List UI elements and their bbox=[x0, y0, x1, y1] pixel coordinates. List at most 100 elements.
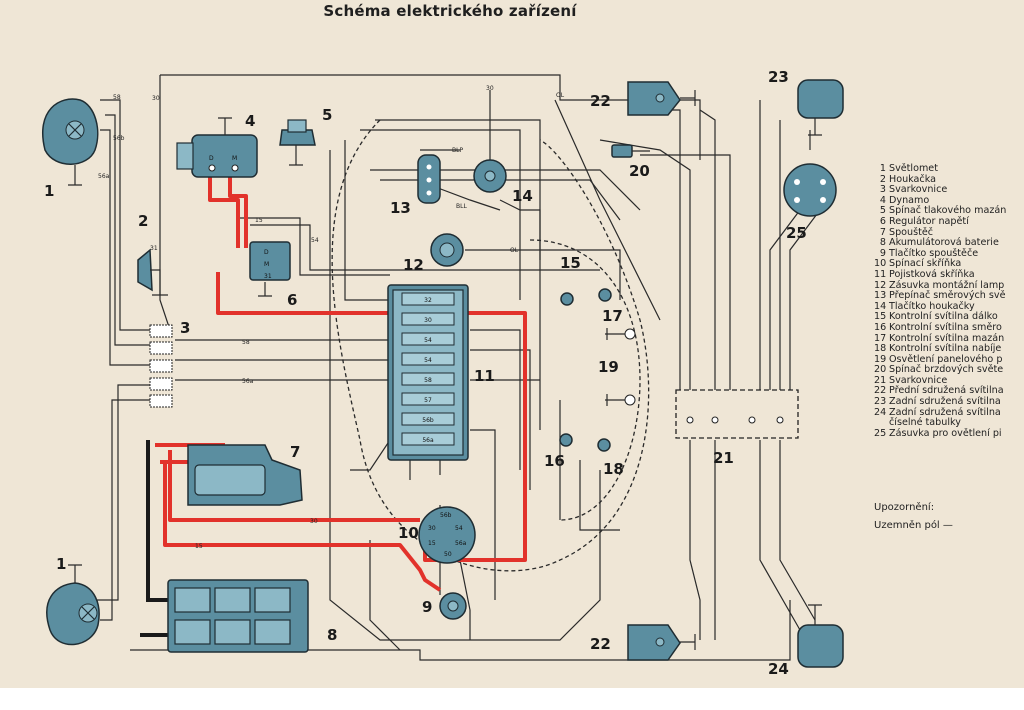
legend-number: 2 bbox=[879, 173, 886, 185]
legend-label: Svarkovnice bbox=[889, 184, 948, 196]
fuse bbox=[401, 412, 455, 426]
legend-label: Zásuvka montážní lamp bbox=[889, 279, 1005, 291]
label-20: 20 bbox=[629, 162, 650, 180]
legend-number: 4 bbox=[879, 194, 886, 206]
svg-text:D: D bbox=[209, 155, 214, 162]
legend-label: Kontrolní svítilna mazán bbox=[889, 332, 1005, 344]
fuse-label: 54 bbox=[424, 357, 432, 364]
svg-text:D: D bbox=[264, 249, 269, 256]
battery-8 bbox=[167, 579, 309, 653]
legend-label: Osvětlení panelového p bbox=[889, 353, 1003, 365]
label-10: 10 bbox=[398, 524, 419, 542]
fuse-label: 54 bbox=[424, 337, 432, 344]
diagram-title: Schéma elektrického zařízení bbox=[323, 2, 577, 20]
legend-number: 7 bbox=[879, 226, 886, 238]
rear-lamp-24 bbox=[797, 604, 844, 668]
legend-number: 17 bbox=[874, 332, 887, 344]
svg-text:M: M bbox=[264, 261, 269, 268]
legend-number: 14 bbox=[874, 300, 887, 312]
fuse-label: 58 bbox=[424, 377, 432, 384]
fuse bbox=[401, 352, 455, 366]
legend-number: 6 bbox=[879, 215, 886, 227]
legend-number: 22 bbox=[874, 385, 887, 397]
legend-number: 19 bbox=[874, 353, 887, 365]
legend-number: 16 bbox=[874, 321, 887, 333]
ignition-switch-10: 56b 30 54 15 56a 50 bbox=[418, 506, 476, 564]
starter-7 bbox=[187, 444, 303, 506]
label-25: 25 bbox=[786, 224, 807, 242]
legend-number: 15 bbox=[874, 311, 887, 323]
fuse bbox=[401, 332, 455, 346]
fuse bbox=[401, 392, 455, 406]
legend-number: 1 bbox=[879, 163, 886, 174]
svg-text:30: 30 bbox=[428, 525, 436, 532]
label-11: 11 bbox=[474, 367, 495, 385]
legend-label: Spínač tlakového mazán bbox=[889, 205, 1007, 217]
label-23: 23 bbox=[768, 68, 789, 86]
legend-label: Spouštěč bbox=[889, 226, 934, 238]
legend-number: 10 bbox=[874, 258, 887, 270]
inspection-lamp-socket-12 bbox=[430, 233, 464, 267]
wire-label: 56b bbox=[113, 135, 125, 142]
legend-number: 25 bbox=[874, 427, 887, 439]
label-17: 17 bbox=[602, 307, 623, 325]
turn-signal-switch-13 bbox=[417, 154, 441, 204]
fuse-label: 56a bbox=[422, 437, 434, 444]
label-13: 13 bbox=[390, 199, 411, 217]
brake-light-switch-20 bbox=[611, 144, 650, 158]
note-text: Uzemněn pól — bbox=[874, 520, 953, 531]
legend-label: Tlačítko spouštěče bbox=[889, 247, 979, 259]
legend-number: 21 bbox=[874, 374, 887, 386]
wire-label: 58 bbox=[113, 94, 121, 101]
legend-label: Pojistková skříňka bbox=[889, 268, 975, 280]
legend-label: Kontrolní svítilna nabíje bbox=[889, 343, 1002, 355]
label-9: 9 bbox=[422, 598, 432, 616]
legend-label: Přední sdružená svítilna bbox=[889, 385, 1004, 397]
legend-number: 9 bbox=[879, 247, 886, 259]
fuse bbox=[401, 312, 455, 326]
legend-label: Světlomet bbox=[889, 163, 938, 174]
svg-text:M: M bbox=[232, 155, 237, 162]
wire-label: 30 bbox=[152, 95, 160, 102]
wire-label: 56a bbox=[98, 173, 110, 180]
legend-label: Spínací skříňka bbox=[889, 258, 962, 270]
front-lamp-22-top bbox=[627, 81, 696, 116]
horn-2 bbox=[137, 248, 168, 296]
terminal-block-21 bbox=[675, 389, 799, 439]
wire-label: 15 bbox=[255, 217, 263, 224]
dynamo-4: D M bbox=[176, 117, 258, 178]
legend-number: 24 bbox=[874, 406, 887, 418]
svg-text:15: 15 bbox=[428, 540, 436, 547]
label-22-bottom: 22 bbox=[590, 635, 611, 653]
note-title: Upozornění: bbox=[874, 502, 935, 513]
svg-text:56a: 56a bbox=[455, 540, 467, 547]
label-7: 7 bbox=[290, 443, 300, 461]
legend-item-continuation: číselné tabulky bbox=[889, 417, 961, 429]
headlight-1-bottom bbox=[46, 564, 100, 646]
legend-label: Kontrolní svítilna dálko bbox=[889, 311, 998, 323]
legend-label: Akumulátorová baterie bbox=[889, 237, 999, 249]
front-lamp-22-bottom bbox=[627, 624, 696, 661]
fuse-label: 57 bbox=[424, 397, 432, 404]
socket-25 bbox=[783, 163, 837, 217]
component-numbers: 1 1 2 3 4 5 6 7 8 9 10 11 12 13 14 15 16… bbox=[44, 68, 807, 678]
legend-number: 18 bbox=[874, 343, 887, 355]
fuse bbox=[401, 292, 455, 306]
legend-label: Svarkovnice bbox=[889, 374, 948, 386]
oil-pressure-switch-5 bbox=[279, 119, 316, 166]
